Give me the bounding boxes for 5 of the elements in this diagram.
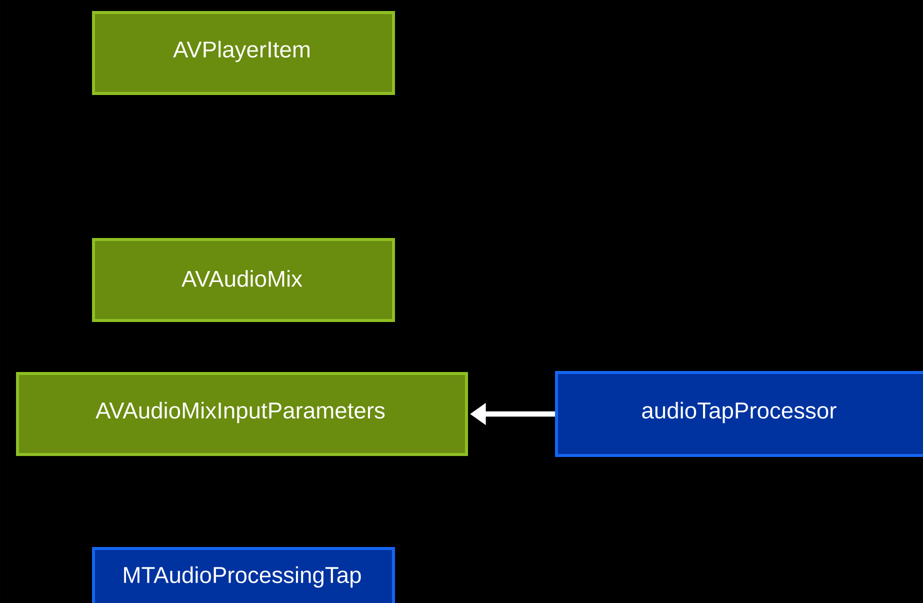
class-box: audioTapProcessor <box>555 370 923 457</box>
class-box: MTAudioProcessingTap <box>92 546 395 603</box>
class-box: AVAudioMix <box>92 238 395 322</box>
class-box: AVPlayerItem <box>92 11 395 95</box>
class-box: AVAudioMixInputParameters <box>16 372 468 456</box>
